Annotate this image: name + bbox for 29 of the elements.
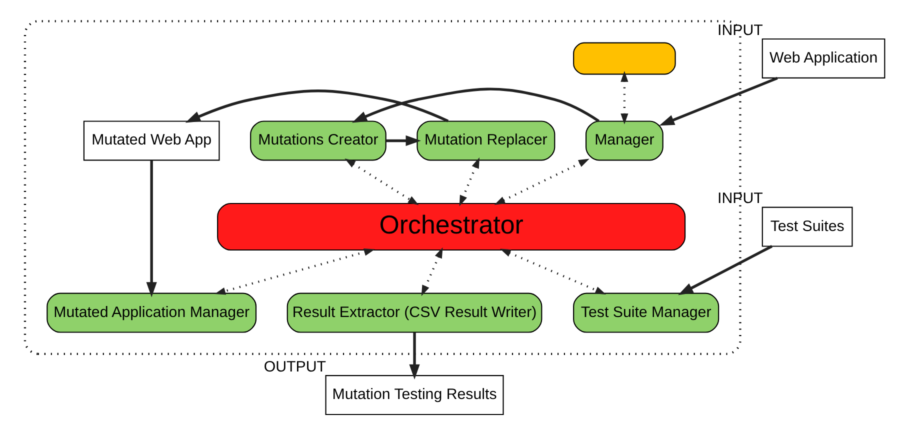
arrow xyxy=(214,248,374,295)
node-box: Mutated Web App xyxy=(82,120,220,161)
arrow xyxy=(494,158,589,205)
arrow xyxy=(499,248,606,294)
node-box: Test Suites xyxy=(761,206,852,247)
arrow xyxy=(408,332,420,380)
node-box: Mutated Application Manager xyxy=(46,292,256,333)
arrow xyxy=(344,158,418,206)
arrow xyxy=(146,160,156,298)
arrow xyxy=(420,247,442,296)
node-box xyxy=(572,42,676,75)
node-box: Mutations Creator xyxy=(250,120,386,161)
arrow xyxy=(386,135,420,146)
node-box: Mutation Replacer xyxy=(416,120,555,161)
node-box: Manager xyxy=(584,120,663,161)
node-box: Orchestrator xyxy=(216,202,686,251)
arrow xyxy=(458,157,479,206)
arrow xyxy=(678,245,772,296)
arrow xyxy=(658,76,778,126)
node-box: Result Extractor (CSV Result Writer) xyxy=(286,292,542,333)
node-box: Test Suite Manager xyxy=(572,292,719,333)
arrow xyxy=(184,90,448,123)
node-label: INPUT xyxy=(717,22,762,39)
arrow xyxy=(620,70,628,124)
node-label: INPUT xyxy=(717,190,762,208)
node-box: Web Application xyxy=(761,38,885,79)
node-label: OUTPUT xyxy=(263,358,326,376)
arrow xyxy=(351,88,600,123)
node-box: Mutation Testing Results xyxy=(324,375,504,416)
